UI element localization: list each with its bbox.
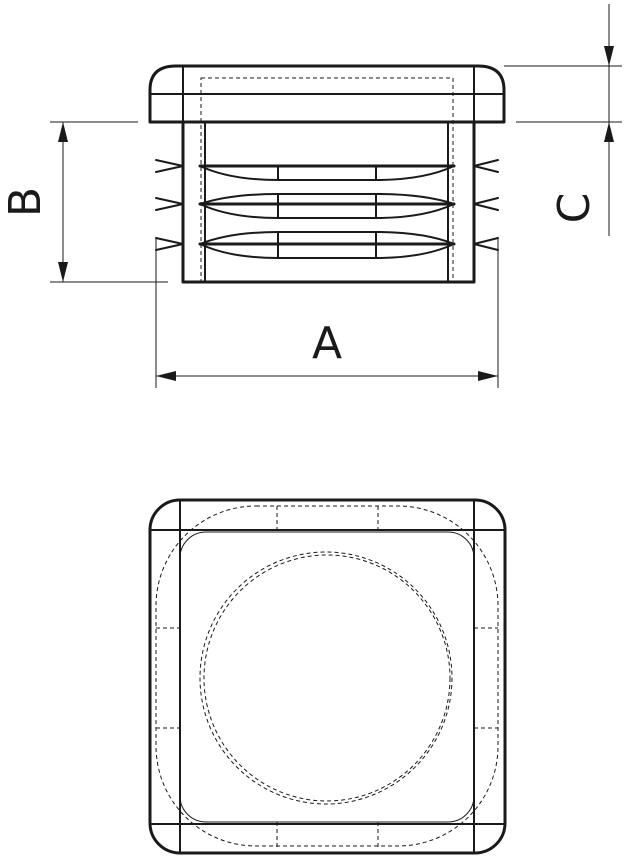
top-view	[148, 498, 507, 855]
fin-1	[155, 159, 499, 181]
dimension-a-label: A	[312, 318, 342, 369]
dimension-b-label: B	[0, 187, 51, 217]
fin-3	[155, 231, 499, 259]
fins	[155, 159, 499, 259]
hidden-center-circle	[199, 551, 453, 805]
dimension-a: A	[155, 238, 499, 388]
cap-outline	[148, 498, 507, 855]
hidden-fins-outline	[155, 505, 499, 847]
inner-rim	[179, 531, 475, 823]
side-view: B C A	[0, 4, 622, 388]
hidden-center-circle-inner	[203, 554, 451, 802]
fin-2	[155, 193, 499, 219]
hidden-ticks	[156, 506, 498, 848]
dimension-c-label: C	[549, 193, 600, 224]
insert-body	[181, 120, 476, 284]
cap-head	[148, 64, 506, 124]
dimension-b: B	[0, 121, 168, 283]
dimension-c: C	[504, 4, 622, 236]
